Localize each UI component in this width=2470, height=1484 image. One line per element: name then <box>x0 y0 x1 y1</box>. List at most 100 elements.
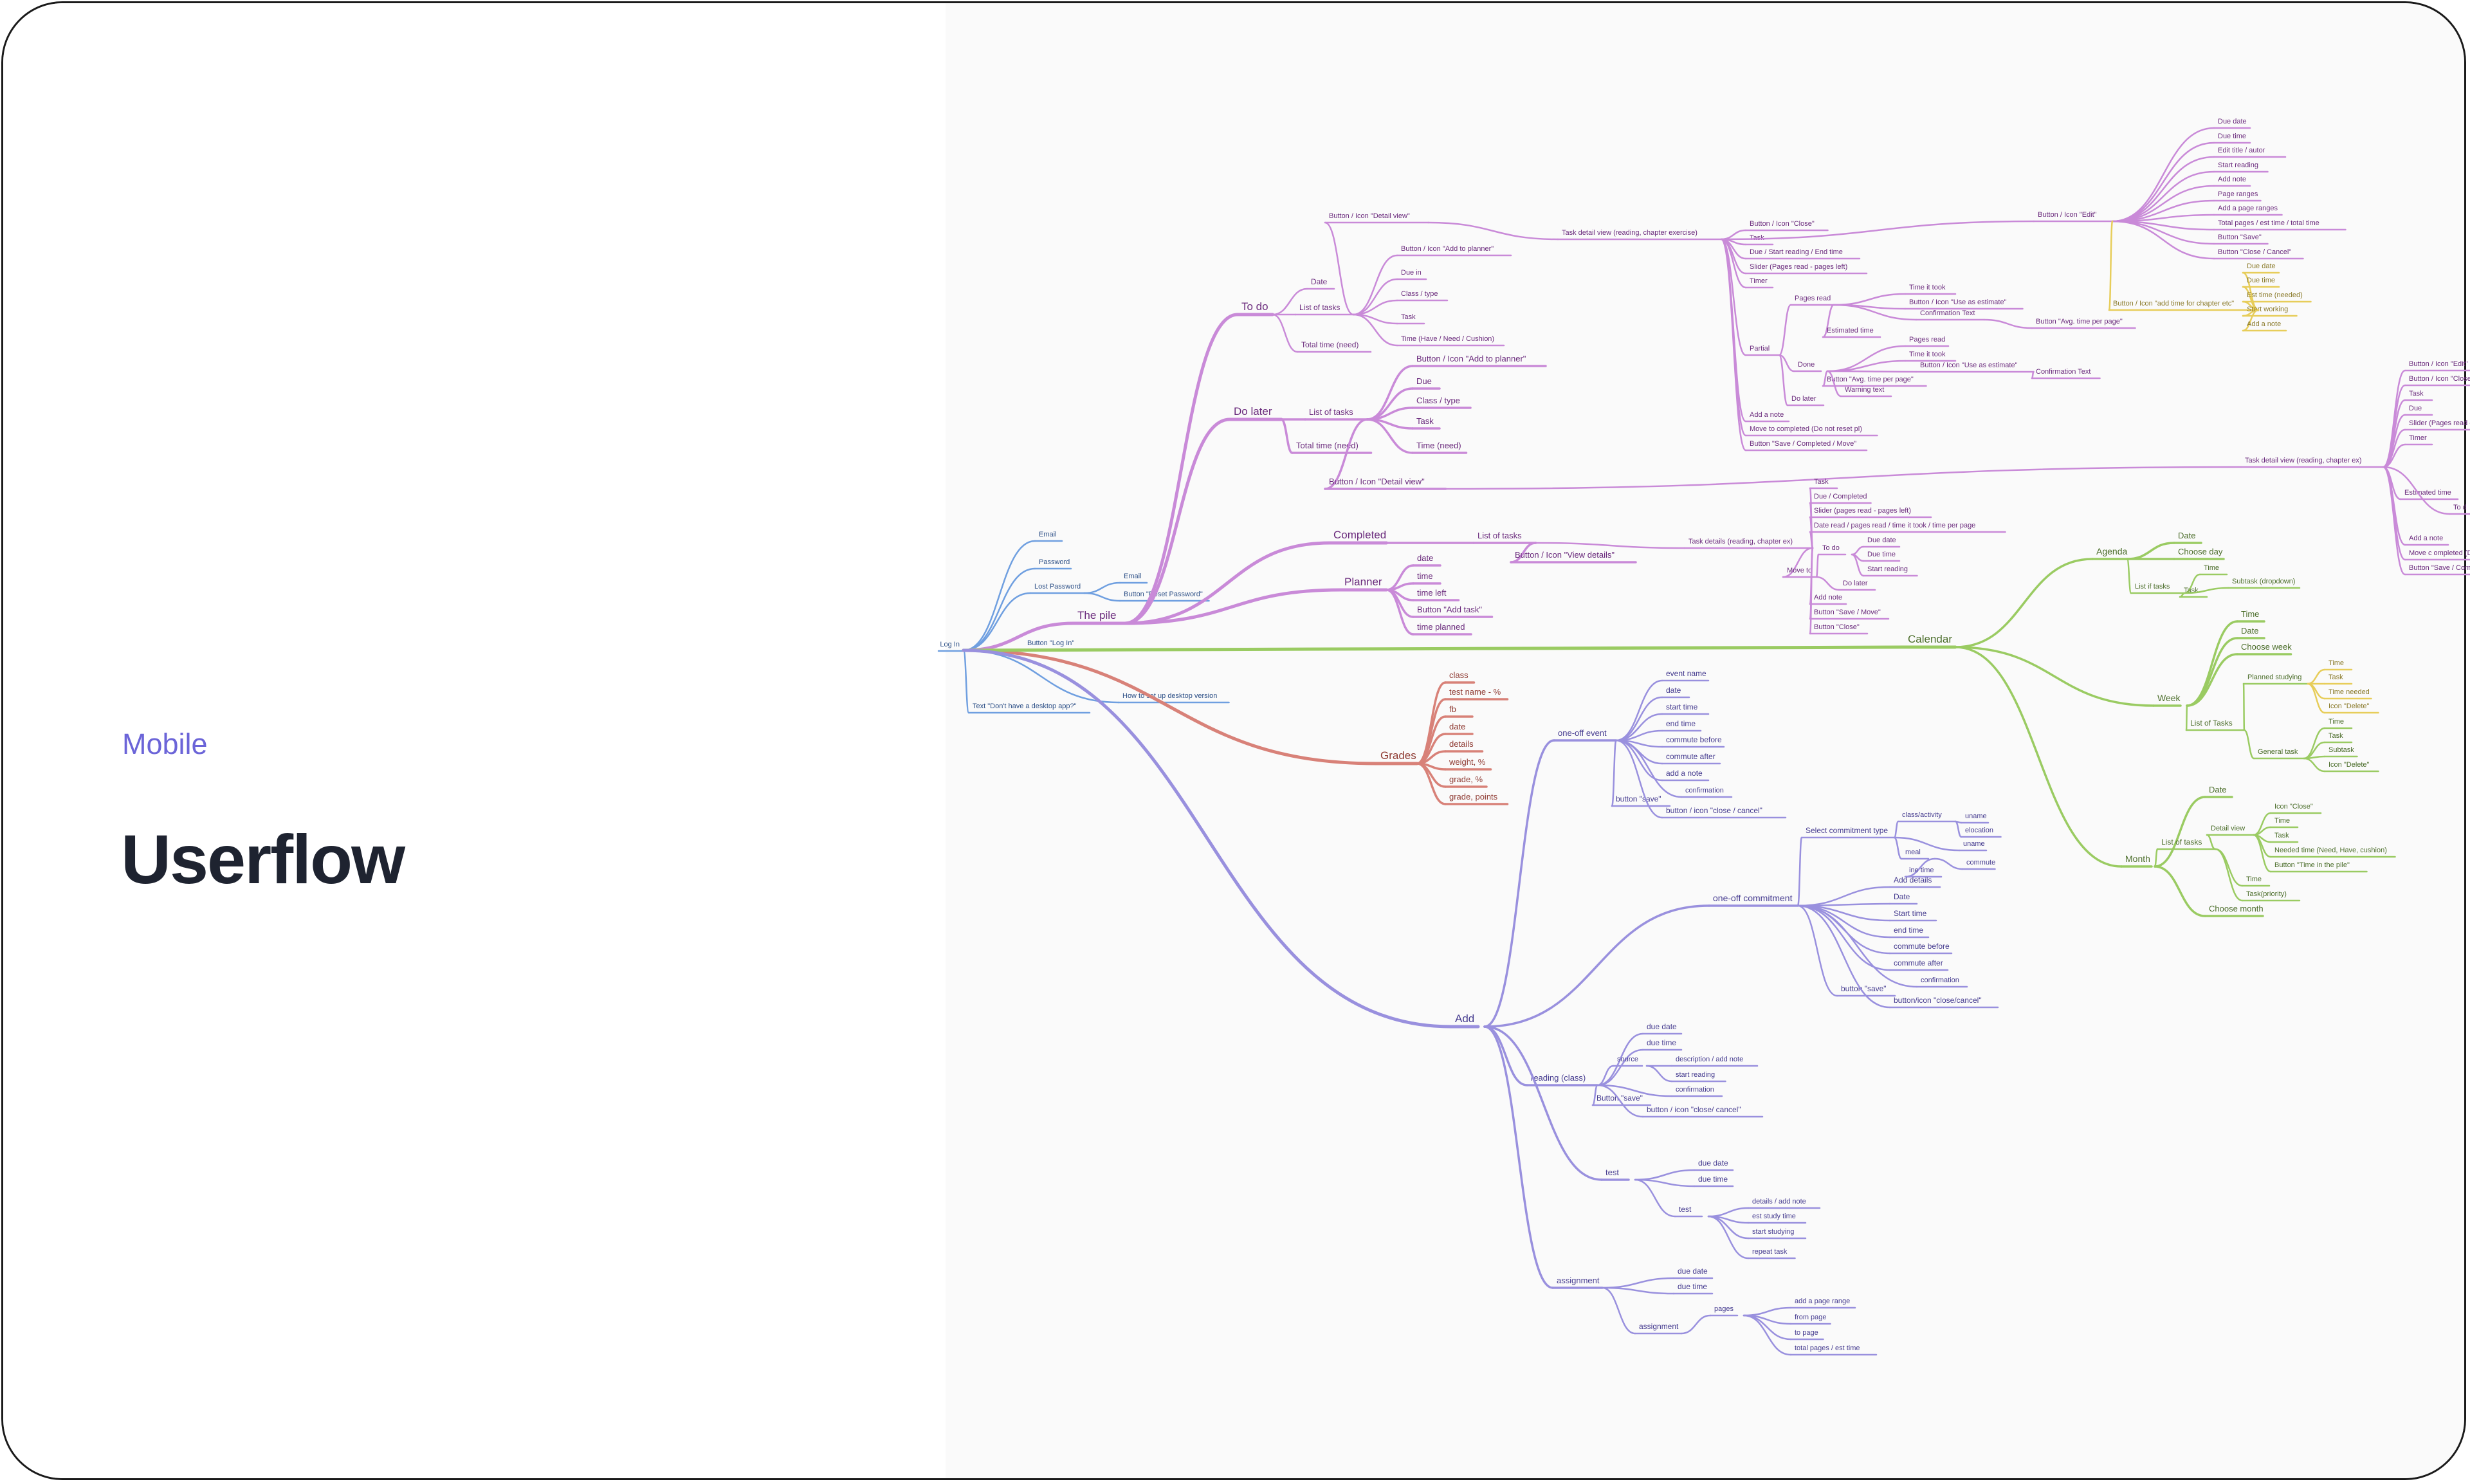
mindmap-node-label: List of tasks <box>1299 303 1340 312</box>
mindmap-node-label: meal <box>1905 848 1921 856</box>
branch-connector <box>1366 365 1414 421</box>
mindmap-node-label: Start time <box>1894 909 1927 918</box>
branch-connector <box>2154 865 2206 917</box>
mindmap-node-label: How to set up desktop version <box>1122 692 1217 700</box>
mindmap-node-label: Grades <box>1380 749 1416 762</box>
branch-connector <box>1893 836 1903 860</box>
branch-connector <box>962 649 970 714</box>
branch-connector <box>1707 1215 1750 1260</box>
branch-connector <box>1815 553 1820 578</box>
branch-connector <box>2214 848 2244 887</box>
mindmap-node-label: Button / Icon "Edit" <box>2409 360 2468 368</box>
branch-connector <box>1778 304 1792 356</box>
mindmap-node-label: due date <box>1647 1022 1677 1031</box>
branch-connector <box>2382 466 2406 546</box>
mindmap-node-label: Button "Log In" <box>1027 639 1074 647</box>
mindmap-node-label: Timer <box>1750 277 1768 285</box>
mindmap-node-label: Button / Icon "Add to planner" <box>1401 245 1494 253</box>
mindmap-node-label: Time it took <box>1909 284 1946 291</box>
mindmap-node-label: Due <box>1416 376 1432 386</box>
branch-connector <box>1707 1207 1750 1218</box>
mindmap-node-label: To d <box>2453 504 2467 511</box>
branch-connector <box>2111 127 2215 223</box>
branch-connector <box>1954 820 1962 838</box>
branch-connector <box>962 540 1036 652</box>
branch-connector <box>1797 904 1891 939</box>
mindmap-node-label: Class / type <box>1416 396 1460 405</box>
slide-title: Userflow <box>121 820 405 898</box>
branch-connector <box>1954 646 2123 868</box>
branch-connector <box>1809 547 1814 635</box>
mindmap-node-label: commute after <box>1666 752 1715 761</box>
mindmap-node-label: details / add note <box>1752 1198 1806 1205</box>
branch-connector <box>2206 834 2217 850</box>
mindmap-node-label: details <box>1449 739 1474 749</box>
mindmap-node-label: Button / Icon "add time for chapter etc" <box>2113 300 2234 307</box>
mindmap-node-label: Button "Close" <box>1814 623 1860 631</box>
branch-connector <box>962 567 1036 652</box>
branch-connector <box>1983 318 2033 329</box>
mindmap-node-label: due time <box>1678 1282 1707 1291</box>
mindmap-node-label: Due time <box>1867 551 1896 558</box>
mindmap-node-label: assignment <box>1639 1322 1679 1331</box>
branch-connector <box>1797 904 1918 988</box>
branch-connector <box>1366 418 1414 454</box>
mindmap-node-label: Add a note <box>1750 411 1784 419</box>
branch-connector <box>2186 653 2238 707</box>
branch-connector <box>2111 220 2215 260</box>
mindmap-node-label: To do <box>1822 544 1840 552</box>
mindmap-node-label: add a page range <box>1795 1297 1850 1305</box>
branch-connector <box>2382 466 2451 515</box>
mindmap-node-label: Time <box>2328 718 2344 726</box>
branch-connector <box>1123 417 1232 625</box>
mindmap-node-label: Estimated time <box>2404 489 2451 497</box>
mindmap-node-label: uname <box>1965 812 1987 820</box>
mindmap-node-label: Move c ompleted (D <box>2409 549 2470 557</box>
mindmap-node-label: commute before <box>1666 735 1722 744</box>
mindmap-node-label: Edit title / autor <box>2218 147 2265 154</box>
mindmap-node-label: pages <box>1714 1305 1734 1313</box>
mindmap-node-label: Date <box>2241 626 2258 636</box>
branch-connector <box>2111 185 2215 223</box>
mindmap-node-label: due date <box>1698 1159 1728 1168</box>
mindmap-node-label: date <box>1449 722 1465 731</box>
mindmap-node-label: Est time (needed) <box>2247 291 2303 299</box>
mindmap-node-label: Task <box>1814 478 1829 486</box>
branch-connector <box>962 648 1453 1029</box>
branch-connector <box>1797 904 1891 971</box>
branch-connector <box>2307 668 2326 685</box>
mindmap-node-label: Warning text <box>1845 386 1884 394</box>
mindmap-node-label: date <box>1666 686 1681 695</box>
mindmap-node-label: Button / Icon "Close" <box>2409 375 2470 383</box>
mindmap-node-label: start time <box>1666 702 1698 711</box>
branch-connector <box>2126 542 2175 560</box>
branch-connector <box>1720 238 1747 356</box>
branch-connector <box>2154 848 2159 868</box>
mindmap-node-label: grade, points <box>1449 792 1498 802</box>
branch-connector <box>1596 1084 1673 1097</box>
mindmap-node-label: Date <box>2178 531 2195 540</box>
mindmap-node-label: Add <box>1455 1012 1474 1025</box>
mindmap-node-label: Button "Avg. time per page" <box>2036 318 2123 325</box>
branch-connector <box>1596 1049 1644 1086</box>
branch-connector <box>2186 620 2238 707</box>
branch-connector <box>1797 886 1891 907</box>
branch-connector <box>1826 370 1842 398</box>
mindmap-node-label: one-off commitment <box>1713 893 1793 903</box>
branch-connector <box>1416 698 1447 765</box>
branch-connector <box>1611 739 1617 807</box>
mindmap-node-label: Button "Close / Cancel" <box>2218 248 2291 256</box>
branch-connector <box>1601 1287 1636 1335</box>
mindmap-node-label: Task detail view (reading, chapter exerc… <box>1562 229 1697 237</box>
branch-connector <box>1615 696 1663 742</box>
branch-connector <box>1954 558 2094 648</box>
mindmap-node-label: To do <box>1241 300 1268 313</box>
mindmap-node-label: Date <box>1311 277 1328 286</box>
mindmap-node-label: Button "Save" <box>2218 234 2262 241</box>
branch-connector <box>1954 646 2155 707</box>
mindmap-node-label: Needed time (Need, Have, cushion) <box>2274 847 2387 854</box>
mindmap-node-label: Due time <box>2218 133 2246 140</box>
branch-connector <box>1352 254 1398 316</box>
mindmap-node-label: The pile <box>1077 609 1116 621</box>
mindmap-node-label: Task details (reading, chapter ex) <box>1688 538 1793 545</box>
